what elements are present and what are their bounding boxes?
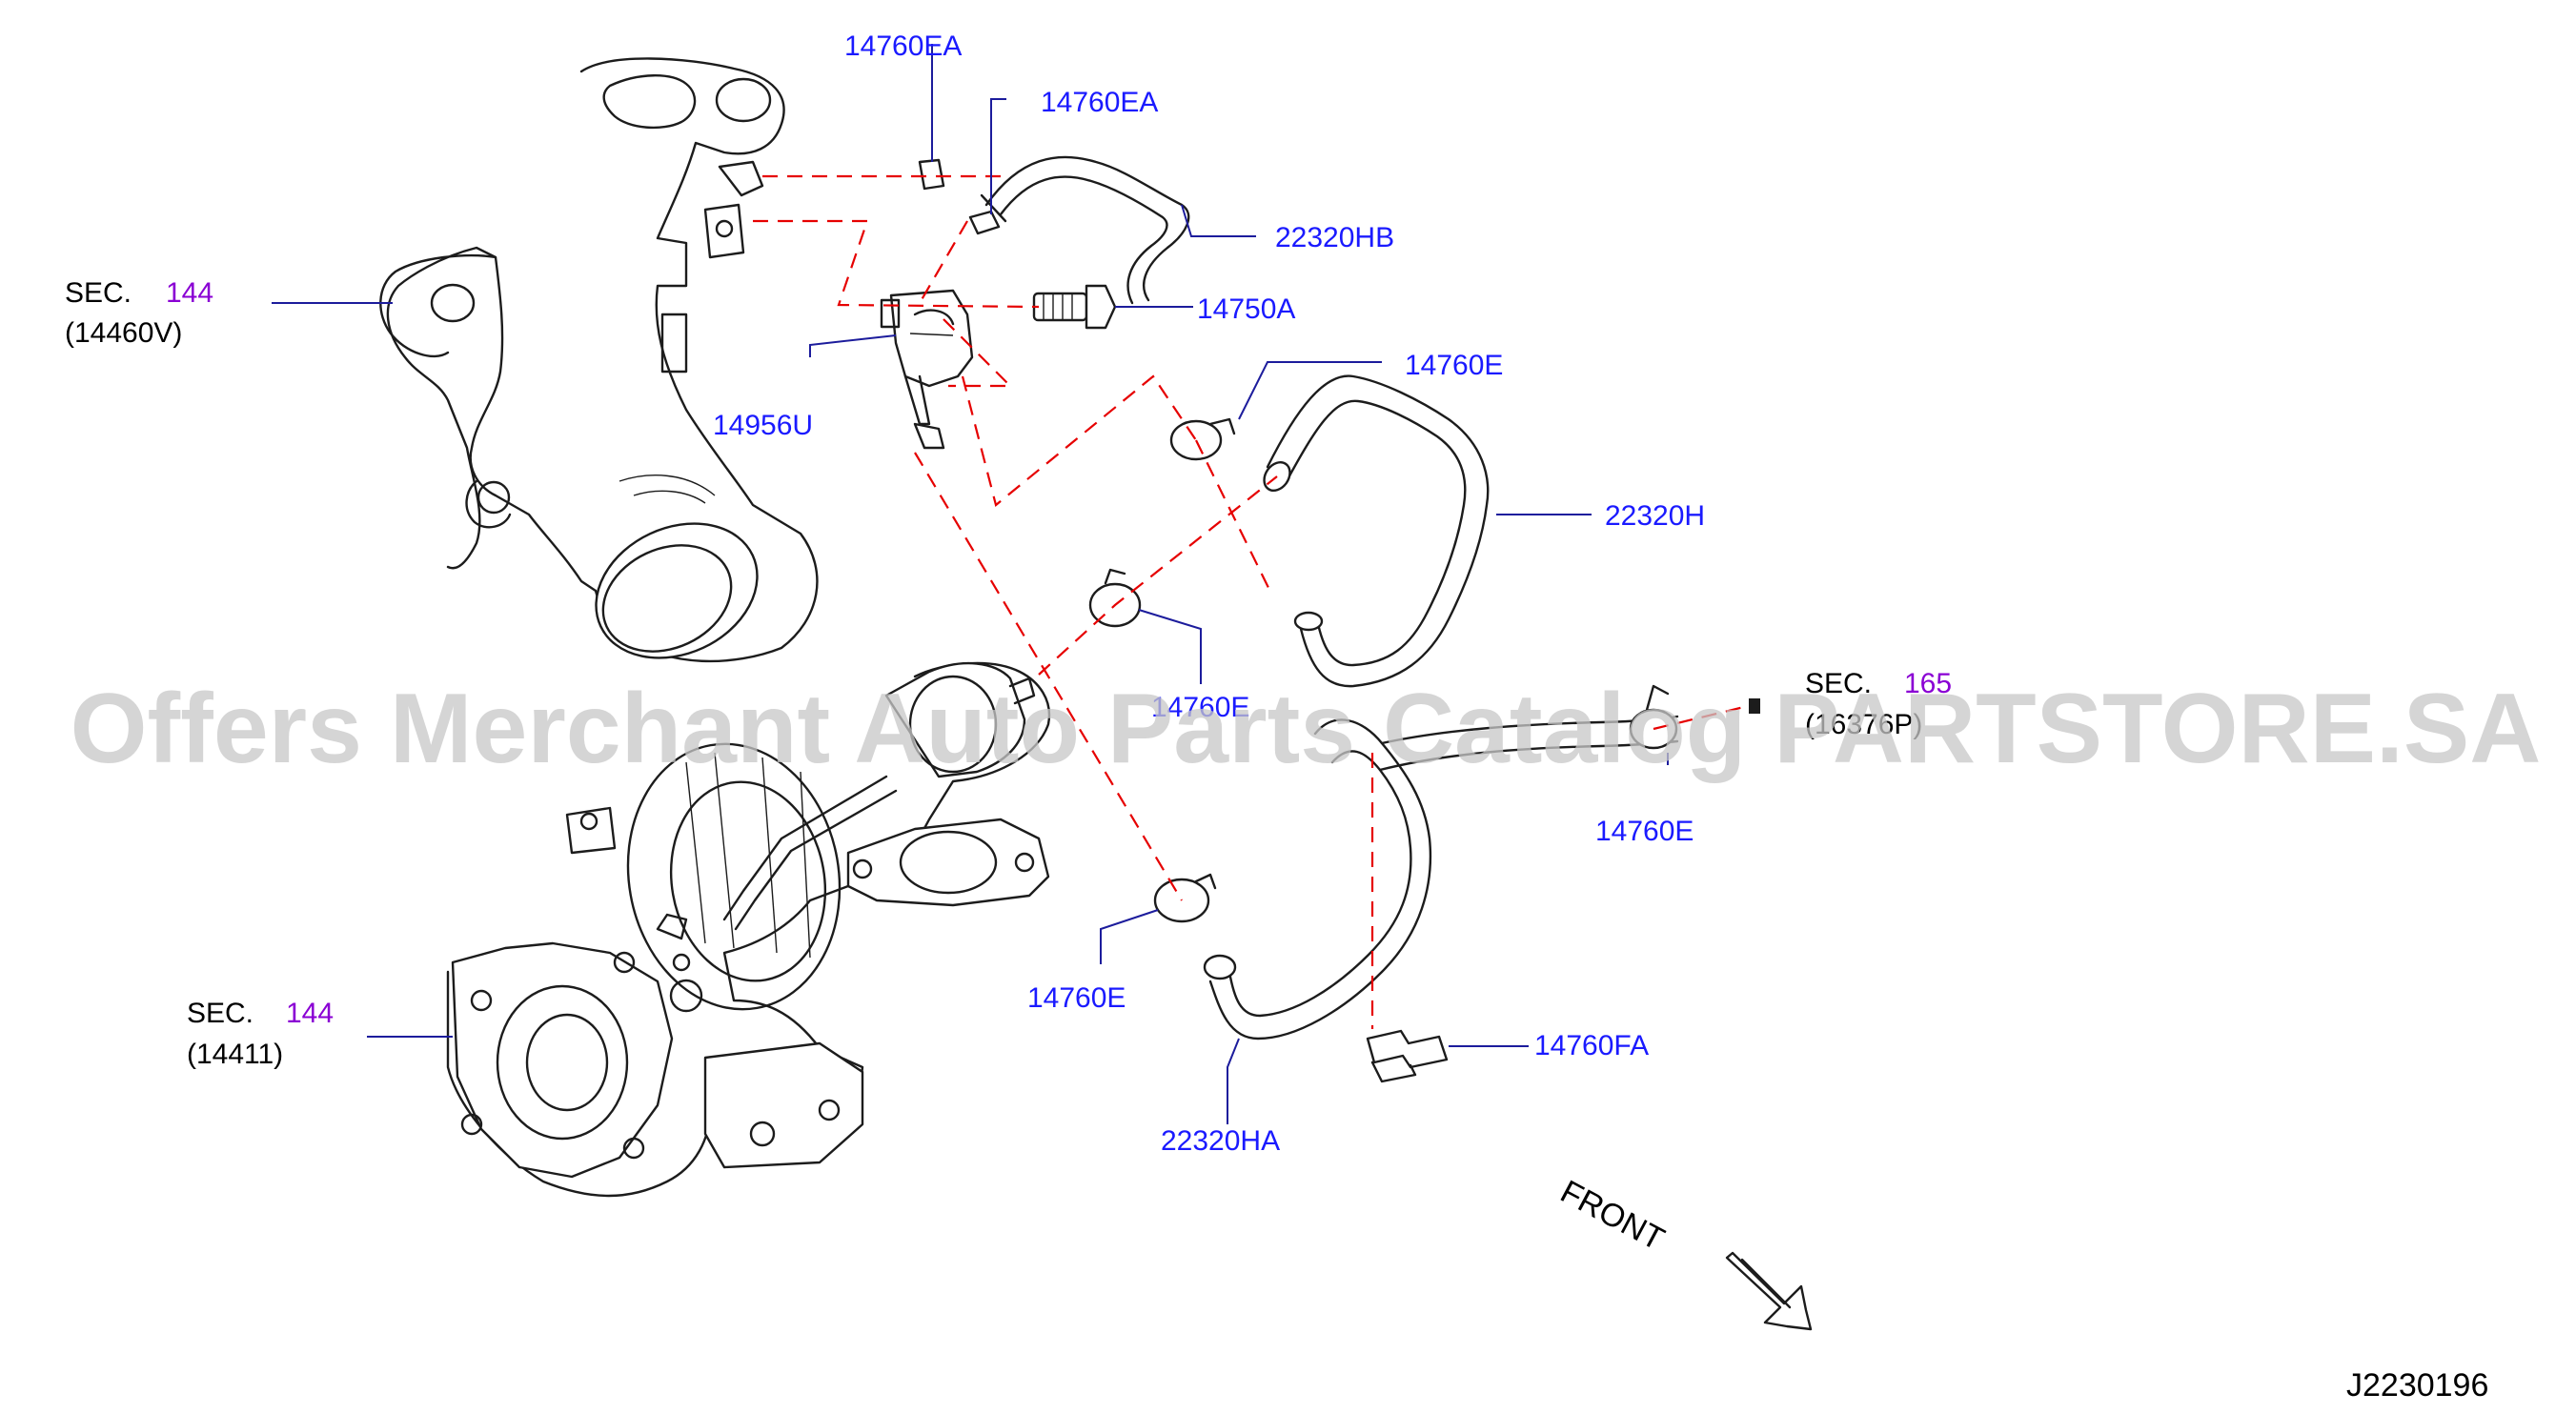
label-22320H: 22320H [1605, 500, 1705, 532]
hose-22320HB-drawing [980, 155, 1190, 305]
connector-end [1749, 698, 1760, 714]
watermark-text: Offers Merchant Auto Parts Catalog PARTS… [71, 674, 2542, 784]
label-22320HA: 22320HA [1161, 1125, 1280, 1157]
label-22320HB: 22320HB [1275, 222, 1394, 253]
section-ref-3-number: 144 [286, 998, 334, 1029]
connection-lines [753, 174, 1745, 1029]
label-14760EA-second: 14760EA [1041, 87, 1158, 118]
section-ref-3-part: (14411) [187, 1039, 283, 1070]
solenoid-valve-drawing [880, 289, 974, 450]
labels: 14760EA 14760EA 22320HB 14750A 14956U 14… [65, 30, 2488, 1404]
label-14760EA-top: 14760EA [844, 30, 962, 62]
section-ref-1-number: 144 [166, 277, 213, 309]
intake-pipe-drawing [379, 57, 819, 663]
section-ref-2-part: (16376P) [1805, 709, 1922, 740]
label-14760E-lower: 14760E [1027, 982, 1126, 1014]
section-ref-2-prefix: SEC. [1805, 668, 1872, 699]
label-14750A: 14750A [1197, 293, 1295, 325]
section-ref-1-prefix: SEC. [65, 277, 132, 309]
hose-22320H-drawing [1263, 374, 1490, 688]
section-ref-1-part: (14460V) [65, 317, 182, 349]
label-14760E-middle: 14760E [1151, 692, 1249, 723]
label-14760FA: 14760FA [1534, 1030, 1649, 1061]
section-ref-3-prefix: SEC. [187, 998, 254, 1029]
diagram-code: J2230196 [2346, 1367, 2488, 1404]
label-14760E-right: 14760E [1595, 816, 1694, 847]
front-arrow [1725, 1251, 1813, 1331]
turbocharger-drawing [446, 661, 1051, 1198]
section-ref-2-number: 165 [1904, 668, 1952, 699]
leader-lines [272, 44, 1669, 1124]
label-14760E-top: 14760E [1405, 350, 1503, 381]
bolt-drawing [1032, 284, 1117, 330]
label-14956U: 14956U [713, 410, 813, 441]
front-label: FRONT [1554, 1174, 1670, 1259]
